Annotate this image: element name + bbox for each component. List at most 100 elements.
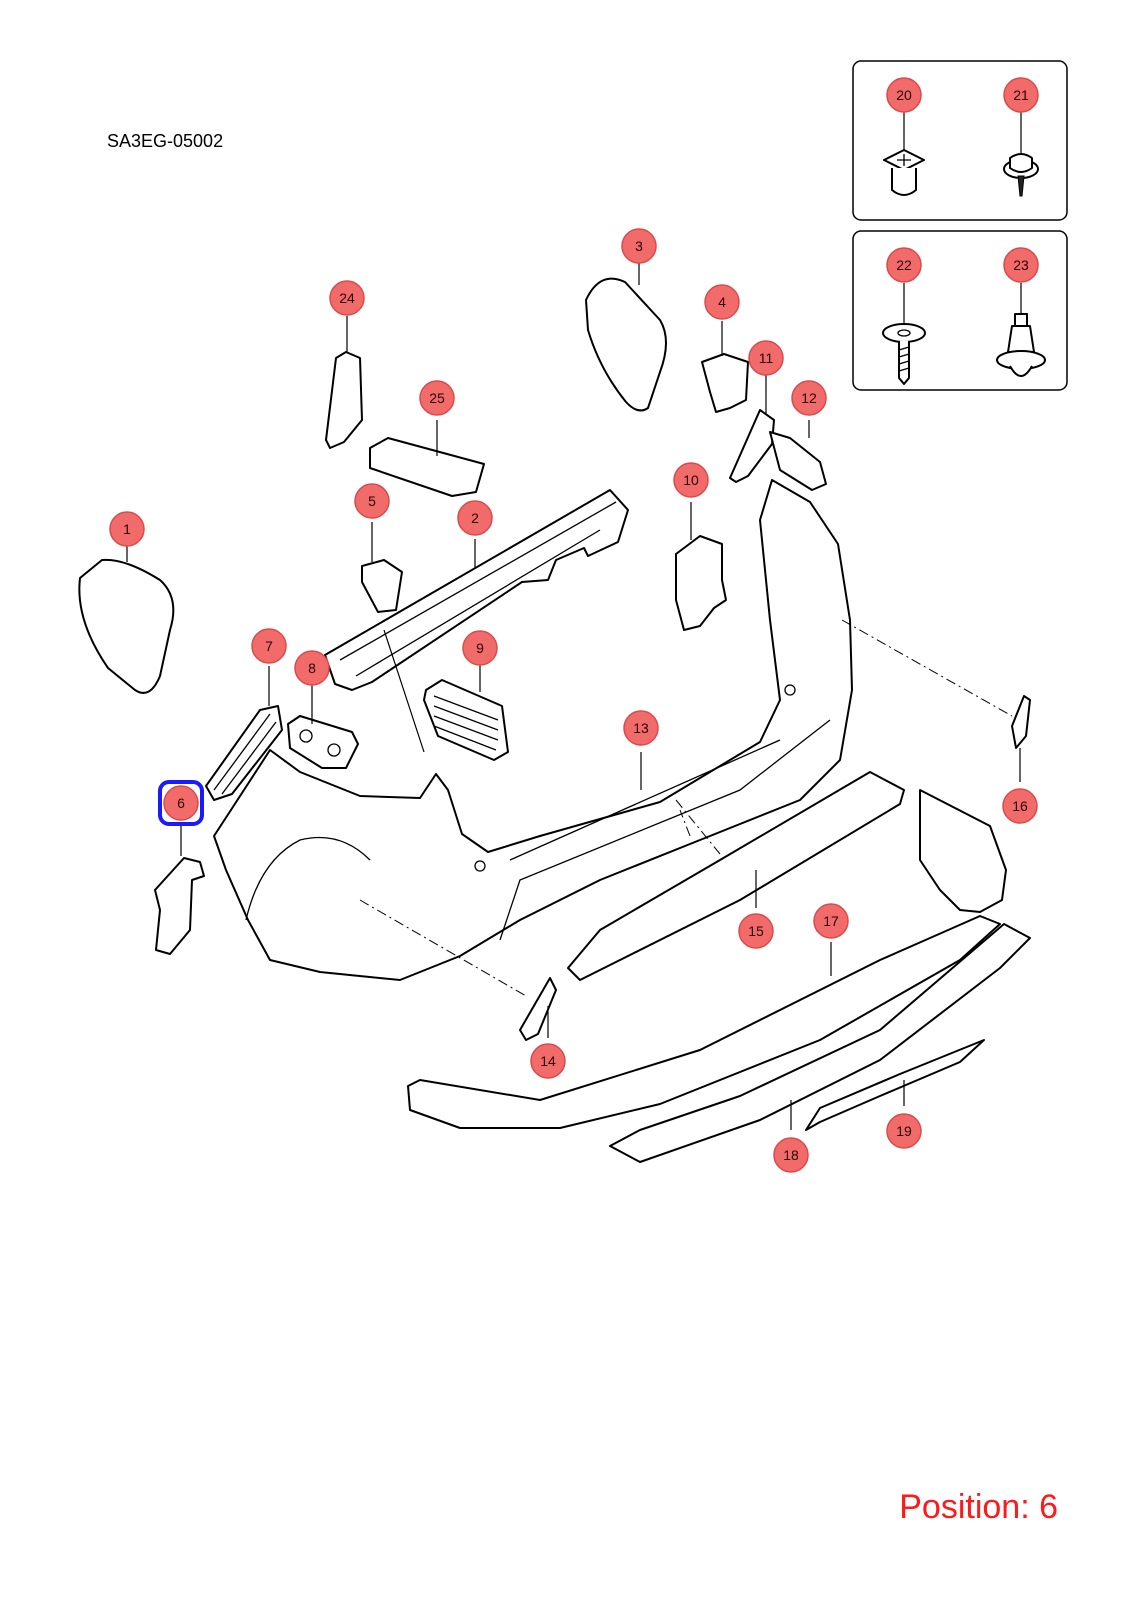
callout-5[interactable]: 5 — [354, 483, 390, 519]
callout-8[interactable]: 8 — [294, 650, 330, 686]
callout-label: 8 — [308, 660, 316, 676]
bumper-absorber-part — [324, 489, 629, 691]
vent-grille-part — [423, 679, 509, 761]
callout-circle — [294, 650, 330, 686]
callout-label: 11 — [759, 350, 774, 366]
foam-strip-part — [369, 437, 485, 497]
left-rear-reflector-14 — [519, 977, 557, 1041]
callout-19[interactable]: 19 — [886, 1113, 922, 1149]
callout-label: 25 — [429, 390, 445, 406]
callout-label: 24 — [339, 290, 355, 306]
callout-circle — [623, 710, 659, 746]
callout-circle — [109, 511, 145, 547]
left-side-bracket-7 — [205, 705, 283, 801]
sensor-bracket-part — [287, 715, 359, 769]
right-side-bracket-12 — [769, 431, 827, 491]
callout-label: 7 — [265, 638, 273, 654]
callout-circle — [462, 630, 498, 666]
callout-circle — [1002, 788, 1038, 824]
callout-label: 2 — [471, 510, 479, 526]
right-rear-reflector-16 — [1011, 695, 1031, 749]
callout-24[interactable]: 24 — [329, 280, 365, 316]
callout-circle — [163, 785, 199, 821]
callout-circle — [886, 247, 922, 283]
callout-label: 4 — [718, 294, 726, 310]
selected-highlight — [158, 780, 204, 826]
callout-circle — [251, 628, 287, 664]
callout-circle — [354, 483, 390, 519]
callout-25[interactable]: 25 — [419, 380, 455, 416]
left-reflector-part — [78, 558, 175, 694]
callout-22[interactable]: 22 — [886, 247, 922, 283]
callout-label: 21 — [1013, 87, 1029, 103]
leader-lines — [126, 112, 1022, 1130]
callout-2[interactable]: 2 — [457, 500, 493, 536]
left-lower-bracket-6 — [154, 857, 205, 955]
foam-block-part — [325, 351, 363, 449]
callout-circle — [886, 1113, 922, 1149]
callout-circle — [791, 380, 827, 416]
callout-label: 12 — [801, 390, 817, 406]
callout-circle — [419, 380, 455, 416]
callout-14[interactable]: 14 — [530, 1043, 566, 1079]
rear-side-panel — [919, 789, 1007, 913]
callout-circle — [886, 77, 922, 113]
callout-4[interactable]: 4 — [704, 284, 740, 320]
callout-17[interactable]: 17 — [813, 903, 849, 939]
callout-16[interactable]: 16 — [1002, 788, 1038, 824]
callout-15[interactable]: 15 — [738, 913, 774, 949]
callout-11[interactable]: 11 — [748, 340, 784, 376]
callout-6[interactable]: 6 — [158, 780, 204, 826]
bumper-cover-part — [213, 479, 853, 981]
callout-label: 16 — [1012, 798, 1028, 814]
callout-label: 20 — [896, 87, 912, 103]
callout-label: 10 — [683, 472, 699, 488]
callout-label: 15 — [748, 923, 764, 939]
callout-1[interactable]: 1 — [109, 511, 145, 547]
callout-circle — [621, 228, 657, 264]
callout-circle — [748, 340, 784, 376]
callout-7[interactable]: 7 — [251, 628, 287, 664]
callout-label: 1 — [123, 521, 131, 537]
reference-code: SA3EG-05002 — [107, 131, 224, 151]
callout-3[interactable]: 3 — [621, 228, 657, 264]
callout-12[interactable]: 12 — [791, 380, 827, 416]
callout-label: 5 — [368, 493, 376, 509]
small-bracket-4 — [701, 353, 749, 413]
position-label: Position: 6 — [899, 1488, 1058, 1526]
callout-circle — [1003, 247, 1039, 283]
callout-18[interactable]: 18 — [773, 1137, 809, 1173]
callout-label: 18 — [783, 1147, 799, 1163]
callout-label: 9 — [476, 640, 484, 656]
callout-10[interactable]: 10 — [673, 462, 709, 498]
diffuser-part-18 — [609, 923, 1031, 1163]
callout-13[interactable]: 13 — [623, 710, 659, 746]
callout-circle — [329, 280, 365, 316]
callout-circle — [738, 913, 774, 949]
right-reflector-part — [585, 277, 667, 412]
washer-bolt-part — [882, 323, 926, 385]
callout-23[interactable]: 23 — [1003, 247, 1039, 283]
callout-9[interactable]: 9 — [462, 630, 498, 666]
lower-valance-part-17 — [407, 915, 1001, 1129]
small-bracket-5 — [361, 559, 403, 613]
callout-21[interactable]: 21 — [1003, 77, 1039, 113]
callout-circle — [530, 1043, 566, 1079]
callout-label: 13 — [633, 720, 649, 736]
callout-label: 6 — [177, 795, 185, 811]
callout-circle — [673, 462, 709, 498]
right-bracket-10 — [675, 535, 727, 631]
callout-20[interactable]: 20 — [886, 77, 922, 113]
callout-label: 3 — [635, 238, 643, 254]
callout-label: 17 — [823, 913, 839, 929]
callout-circle — [1003, 77, 1039, 113]
callout-label: 19 — [896, 1123, 912, 1139]
callout-circle — [704, 284, 740, 320]
flange-nut-part — [1003, 153, 1039, 197]
callout-label: 22 — [896, 257, 912, 273]
push-clip-part — [883, 149, 925, 196]
callout-circle — [773, 1137, 809, 1173]
callout-label: 23 — [1013, 257, 1029, 273]
